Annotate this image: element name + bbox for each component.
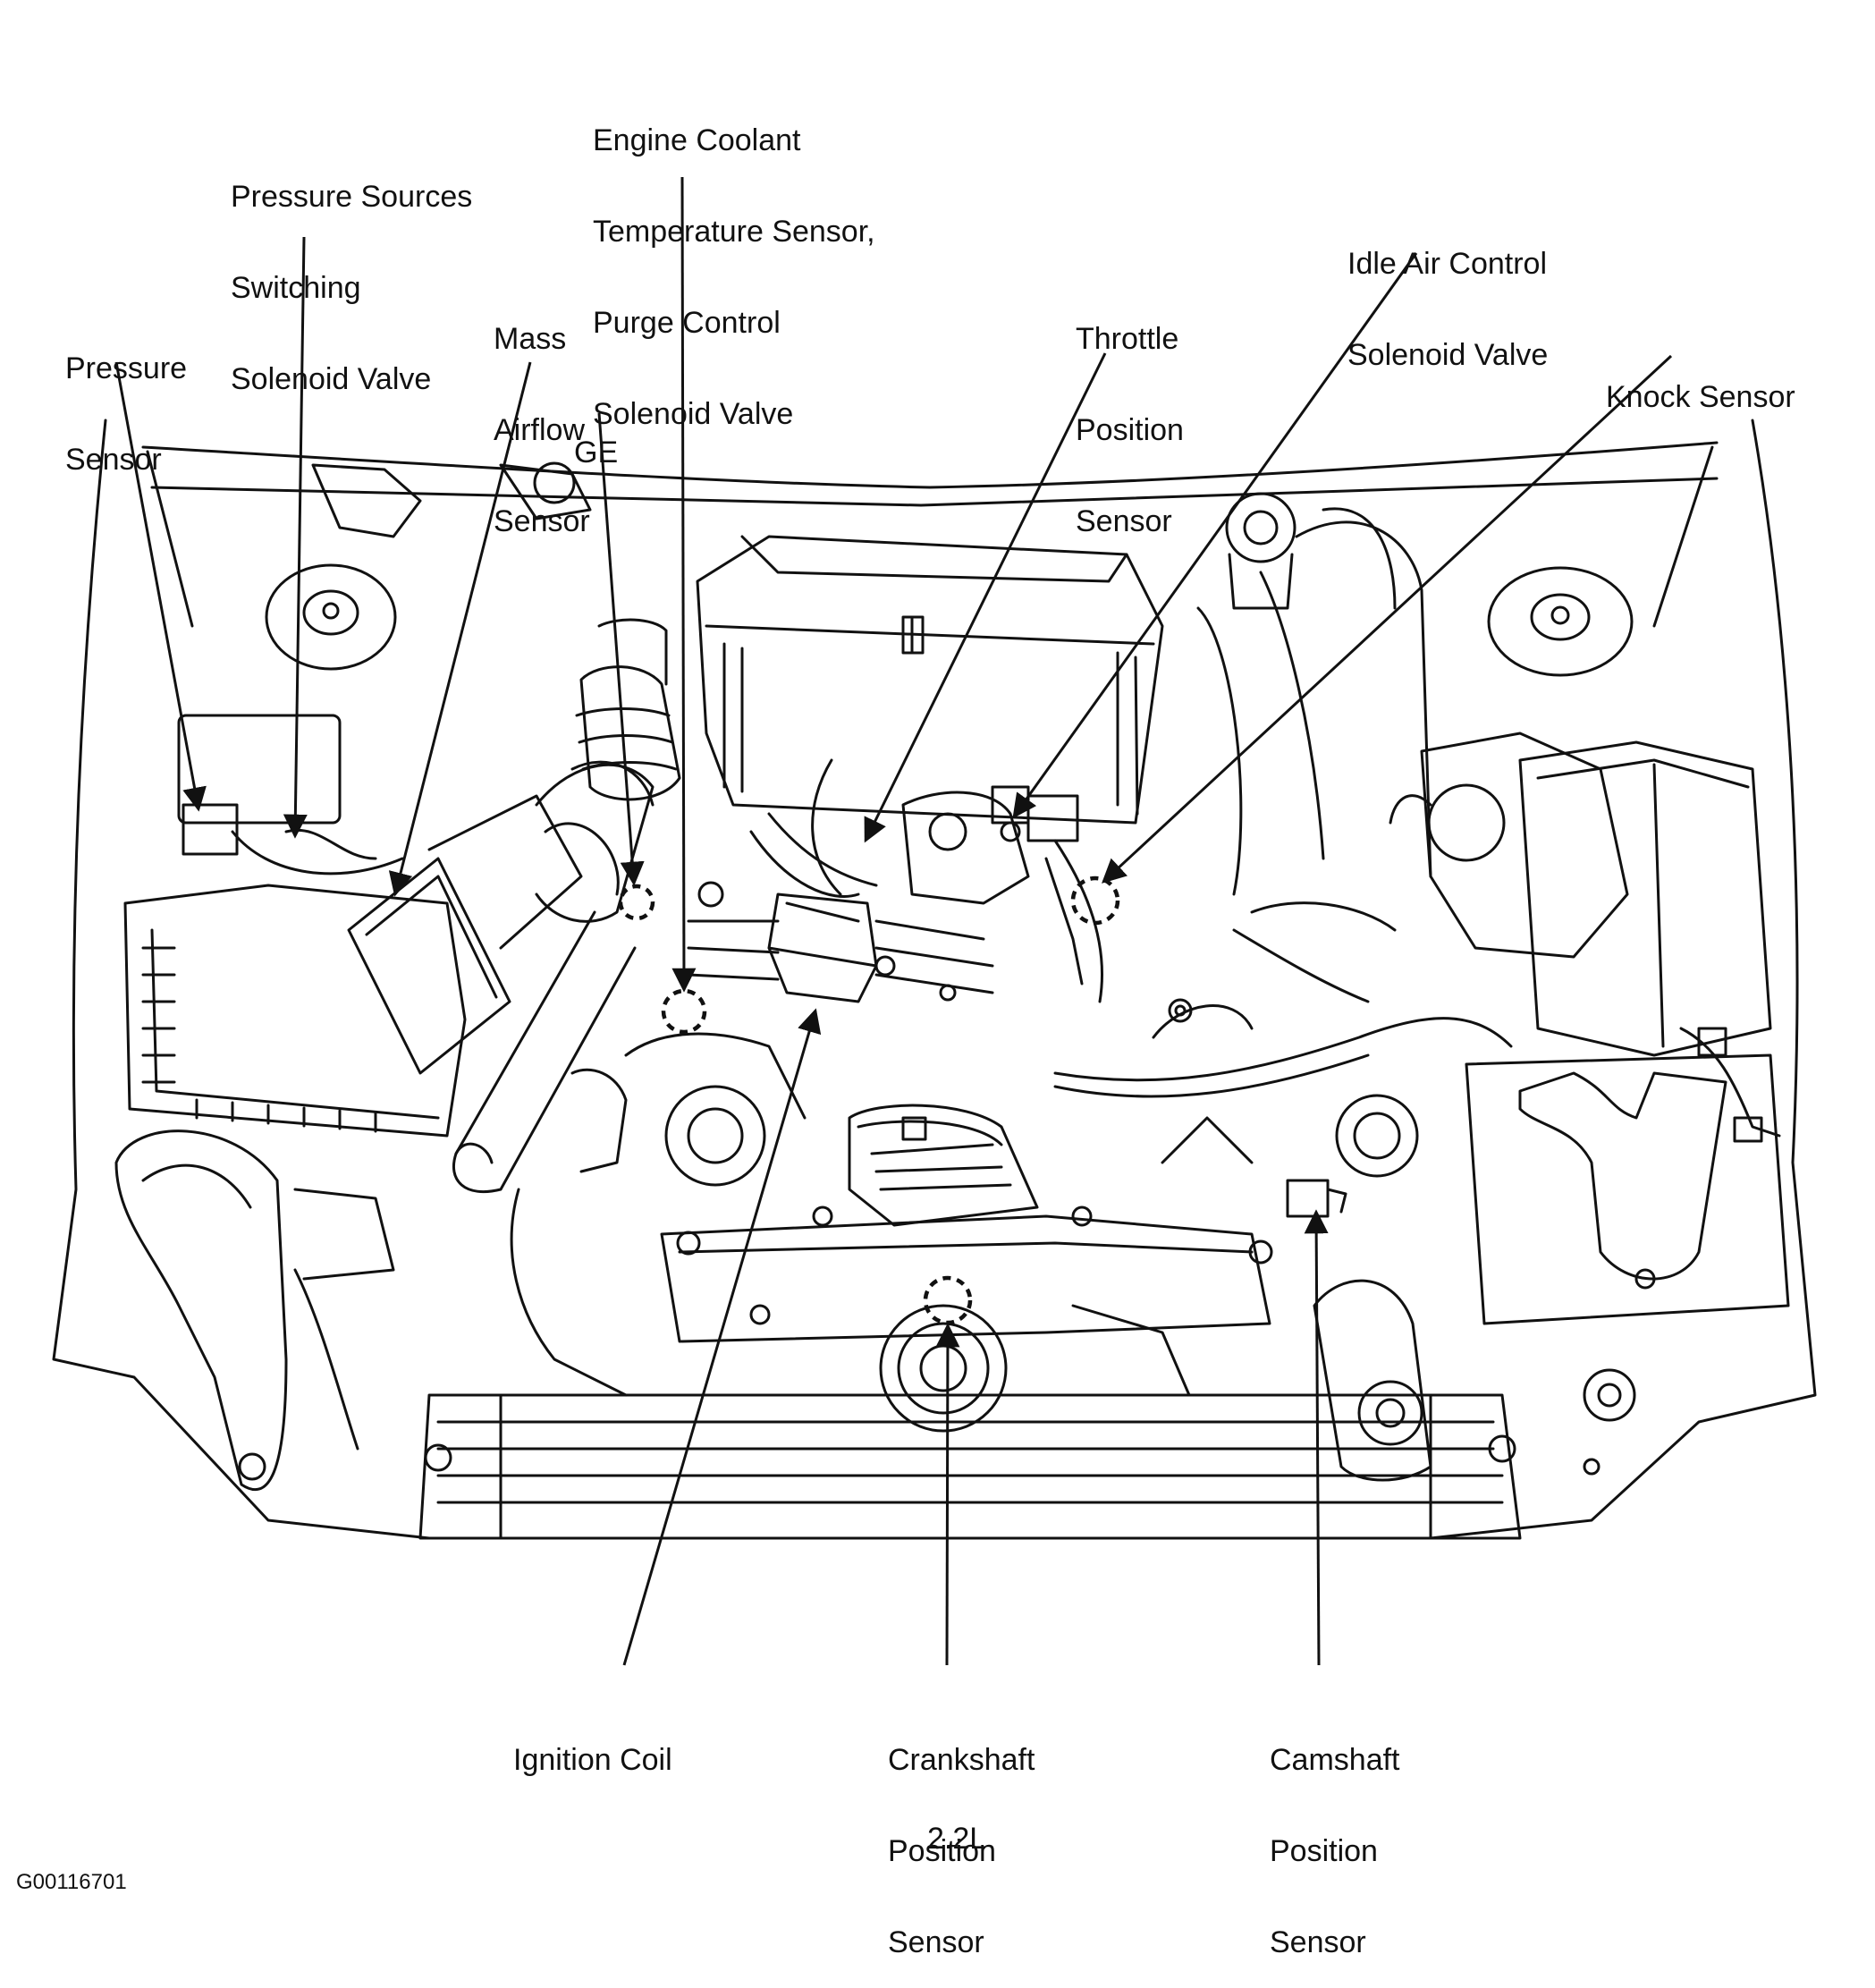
leader-lines <box>114 176 1673 1666</box>
label-line: GE <box>574 436 619 470</box>
label-mass-airflow-sensor: Mass Airflow Sensor <box>494 263 590 567</box>
label-line: Ignition Coil <box>513 1743 672 1777</box>
label-line: Sensor <box>1076 504 1172 538</box>
label-line: Position <box>1076 413 1184 447</box>
label-engine-coolant-temperature-sensor: Engine Coolant Temperature Sensor, Purge… <box>593 64 875 460</box>
label-line: Idle Air Control <box>1347 247 1547 281</box>
throttle-body <box>901 791 1030 905</box>
label-knock-sensor: Knock Sensor <box>1606 321 1795 443</box>
label-line: Sensor <box>1270 1925 1366 1959</box>
radiator-cap <box>1335 1094 1419 1178</box>
label-line: Airflow <box>494 413 586 447</box>
mass-airflow-sensor-housing <box>347 857 511 1075</box>
front-crossmember <box>660 1214 1271 1343</box>
leader-idle-air-control <box>1012 252 1418 819</box>
label-throttle-position-sensor: Throttle Position Sensor <box>1076 263 1184 567</box>
label-line: Solenoid Valve <box>1347 338 1549 372</box>
label-line: Sensor <box>888 1925 984 1959</box>
label-camshaft-position-sensor: Camshaft Position Sensor <box>1270 1684 1400 1988</box>
leader-throttle-position <box>864 352 1107 843</box>
crankshaft-sensor-marker <box>923 1275 973 1325</box>
timing-belt-cover <box>848 1104 1039 1227</box>
ignition-coil <box>767 892 878 1003</box>
label-crankshaft-position-sensor: Crankshaft Position Sensor <box>888 1684 1035 1988</box>
radiator <box>418 1393 1522 1540</box>
upper-hoses <box>749 812 878 898</box>
crankshaft-pulley <box>879 1304 1008 1433</box>
label-line: Position <box>1270 1834 1378 1868</box>
fender-outline <box>52 419 1817 1540</box>
air-cleaner-box <box>123 884 467 1138</box>
label-idle-air-control-solenoid-valve: Idle Air Control Solenoid Valve <box>1347 188 1548 401</box>
leader-pressure-sensor <box>114 361 207 812</box>
label-line: Temperature Sensor, <box>593 215 875 249</box>
ge-marker <box>618 884 655 921</box>
label-line: Throttle <box>1076 322 1179 356</box>
label-line: Switching <box>231 271 361 305</box>
label-pressure-sensor: Pressure Sensor <box>65 292 187 505</box>
fuse-box <box>1465 1053 1790 1325</box>
label-line: Crankshaft <box>888 1743 1035 1777</box>
leader-engine-coolant <box>671 176 697 993</box>
label-line: Engine Coolant <box>593 123 801 157</box>
intake-plenum <box>696 535 1164 825</box>
label-line: Sensor <box>494 504 590 538</box>
battery <box>1518 740 1772 1057</box>
left-air-intake-snorkel <box>114 1129 288 1492</box>
label-line: Solenoid Valve <box>593 397 794 431</box>
label-line: Mass <box>494 322 567 356</box>
abs-unit <box>1420 732 1629 959</box>
leader-camshaft-position <box>1304 1209 1329 1666</box>
leader-knock-sensor <box>1102 354 1673 884</box>
left-strut-tower <box>265 563 397 671</box>
cowl-top <box>141 441 1719 489</box>
label-line: Knock Sensor <box>1606 380 1795 414</box>
label-line: Pressure Sources <box>231 180 473 214</box>
label-line: Position <box>888 1834 996 1868</box>
intake-duct <box>535 763 655 923</box>
oil-filler-cap <box>664 1085 766 1187</box>
leader-mass-airflow <box>388 361 532 897</box>
label-line: Purge Control <box>593 306 781 340</box>
label-ge: GE <box>574 376 618 498</box>
leader-ge <box>597 412 645 886</box>
wiring-harness <box>1053 1017 1513 1082</box>
leader-crankshaft-position <box>935 1323 960 1666</box>
figure-id: G00116701 <box>16 1870 127 1894</box>
knock-sensor-marker <box>1070 876 1120 926</box>
label-line: Pressure <box>65 351 188 385</box>
right-strut-tower <box>1487 566 1634 677</box>
coolant-sensor-marker <box>661 988 707 1035</box>
leader-ignition-coil <box>622 1008 822 1666</box>
label-ignition-coil: Ignition Coil <box>513 1684 672 1806</box>
camshaft-sensor-body <box>1286 1179 1330 1218</box>
label-line: Solenoid Valve <box>231 362 432 396</box>
engine-size-caption: 2.2L <box>927 1822 987 1856</box>
label-pressure-sources-switching-solenoid-valve: Pressure Sources Switching Solenoid Valv… <box>231 121 472 425</box>
label-line: Camshaft <box>1270 1743 1400 1777</box>
leader-pressure-sources-valve <box>283 236 308 839</box>
engine-compartment-drawing <box>52 419 1817 1540</box>
label-line: Sensor <box>65 443 162 477</box>
brake-reservoir-cap <box>1225 492 1296 563</box>
callout-markers <box>618 876 1120 1325</box>
